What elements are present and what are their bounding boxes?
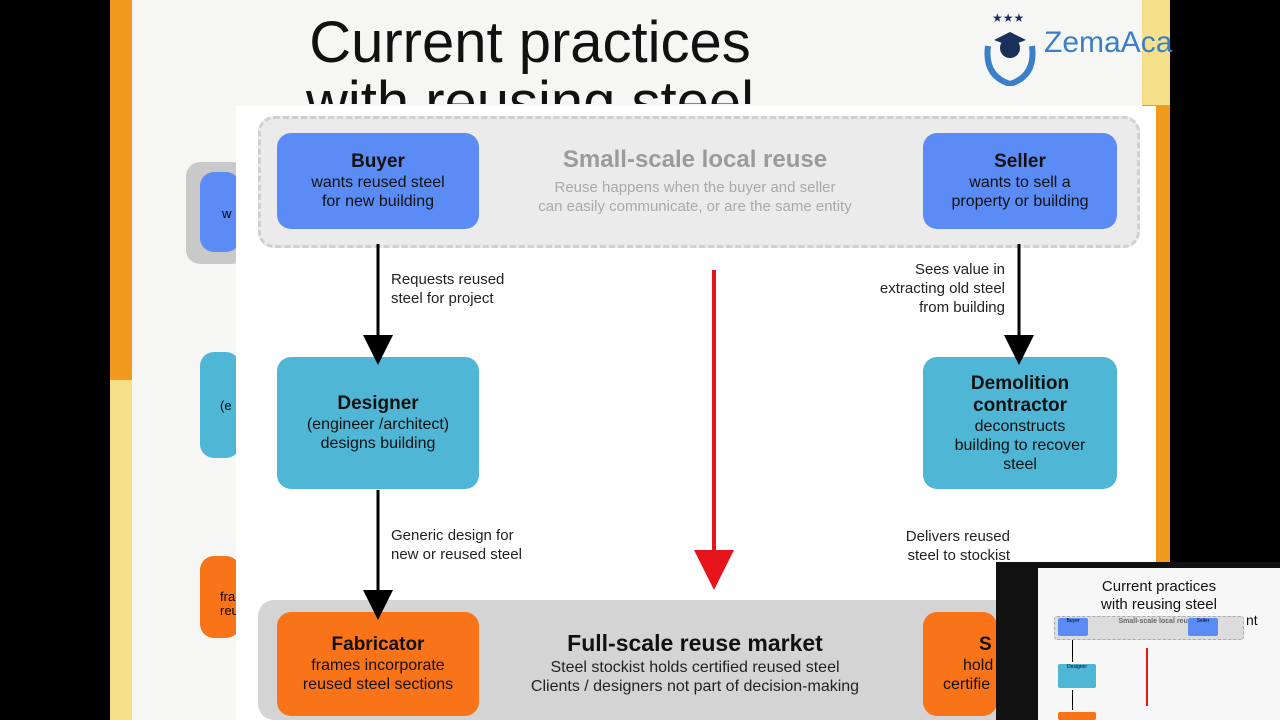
demolition-desc: deconstructs — [974, 417, 1066, 435]
designer-desc: (engineer /architect) — [306, 416, 450, 433]
designer-node: Designer (engineer /architect) designs b… — [277, 357, 479, 489]
ghost-label: w — [222, 206, 232, 221]
designer-desc: designs building — [320, 435, 436, 452]
seller-node: Seller wants to sell a property or build… — [923, 133, 1117, 229]
ghost-box-blue: w — [200, 172, 240, 252]
pip-overflow-text: nt — [1246, 612, 1258, 628]
slide-title-line2: with reusing steel — [250, 72, 810, 104]
fabricator-desc: reused steel sections — [302, 676, 454, 693]
small-scale-heading: Small-scale local reuse — [562, 146, 828, 173]
slide-title: Current practices — [309, 10, 751, 75]
pip-small-scale: Small-scale local reuse — [1118, 618, 1196, 625]
svg-text:★★★: ★★★ — [992, 11, 1024, 25]
pip-arrow — [1072, 690, 1073, 710]
seller-title: Seller — [994, 151, 1046, 172]
full-scale-heading: Full-scale reuse market — [567, 630, 823, 656]
stockist-desc: certifie — [943, 676, 991, 693]
fabricator-node: Fabricator frames incorporate reused ste… — [277, 612, 479, 716]
demolition-title: Demolition — [970, 372, 1070, 394]
pip-seller: Seller — [1188, 618, 1218, 636]
seller-desc: property or building — [951, 193, 1089, 210]
stockist-title: S — [979, 634, 992, 655]
pip-buyer: Buyer — [1058, 618, 1088, 636]
pip-fabricator — [1058, 712, 1096, 720]
pip-designer: Designer — [1058, 664, 1096, 688]
right-accent-stripe-top — [1142, 0, 1170, 105]
buyer-title: Buyer — [351, 151, 405, 172]
demolition-desc: steel — [1003, 455, 1037, 473]
fabricator-title: Fabricator — [331, 634, 425, 655]
full-scale-description: Steel stockist holds certified reused st… — [530, 659, 860, 695]
demolition-contractor-node: Demolition contractor deconstructs build… — [923, 357, 1117, 489]
ghost-label: (e — [220, 398, 232, 413]
logo-text: ZemaAca — [1044, 26, 1173, 59]
pip-arrow — [1072, 640, 1073, 662]
buyer-desc: wants reused steel — [311, 174, 445, 191]
left-accent-stripe-lower — [110, 380, 132, 720]
buyer-desc: for new building — [321, 193, 435, 210]
stockist-node: S hold certifie — [923, 612, 997, 716]
left-accent-stripe — [110, 0, 132, 380]
designer-title: Designer — [337, 393, 419, 414]
buyer-node: Buyer wants reused steel for new buildin… — [277, 133, 479, 229]
demolition-desc: building to recover — [954, 436, 1086, 454]
stockist-desc: hold — [963, 657, 994, 674]
seller-desc: wants to sell a — [969, 174, 1071, 191]
logo-icon: ★★★ — [984, 11, 1036, 86]
fabricator-desc: frames incorporate — [311, 657, 445, 674]
pip-red-arrow — [1146, 648, 1148, 706]
demolition-title: contractor — [973, 394, 1067, 416]
ghost-box-teal: (e — [200, 352, 240, 458]
